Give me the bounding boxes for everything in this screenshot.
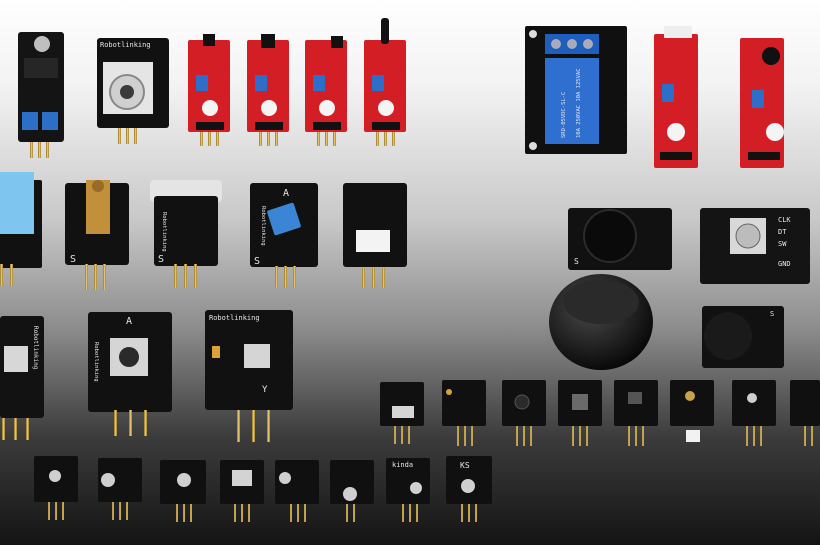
- pin-s-label: S: [70, 254, 76, 265]
- pin-y-label: Y: [262, 385, 268, 395]
- small-module-9: [34, 456, 78, 520]
- pin-s-label: S: [770, 310, 774, 318]
- pin-gnd-label: GND: [778, 260, 791, 268]
- joystick-thumb-cap: [549, 274, 653, 370]
- small-module-12: [220, 460, 264, 522]
- small-module-8: [790, 380, 820, 446]
- small-module-16: KS: [446, 456, 492, 522]
- passive-buzzer-module: S: [568, 208, 672, 270]
- pin-s-label: S: [574, 257, 579, 266]
- push-button-module: A Robotlinking: [88, 312, 172, 436]
- pin-a-label: A: [126, 316, 132, 327]
- dht11-sensor-module: [0, 172, 42, 286]
- white-header-module: [343, 183, 407, 288]
- kinda-label: kinda: [392, 461, 413, 469]
- red-sensor-module-2: [247, 34, 289, 146]
- pin-sw-label: SW: [778, 240, 787, 248]
- rgb-led-module: Robotlinking: [0, 316, 44, 440]
- active-buzzer-module: S: [702, 306, 784, 368]
- small-module-11: [160, 460, 206, 522]
- small-module-15: kinda: [386, 458, 430, 522]
- red-sound-sensor-module-2: [740, 38, 784, 168]
- blue-potentiometer-module: A Robotlinking S: [250, 183, 318, 288]
- board-label-robotlinking: Robotlinking: [260, 206, 266, 246]
- relay-module: SRD-05VDC-SL-C 10A 250VAC 10A 125VAC: [525, 26, 627, 154]
- ir-obstacle-sensor-module: [18, 32, 64, 158]
- small-module-14: [330, 460, 374, 522]
- red-sensor-module-4: [364, 18, 406, 146]
- pin-s-label: S: [254, 256, 260, 267]
- relay-model-text: SRD-05VDC-SL-C: [561, 92, 567, 138]
- small-module-4: [558, 380, 602, 446]
- tilt-switch-module: Robotlinking S: [150, 180, 222, 288]
- small-module-2: [442, 380, 486, 446]
- red-sound-sensor-module-1: [654, 26, 698, 168]
- small-module-1: [380, 382, 424, 444]
- board-label-robotlinking: Robotlinking: [209, 314, 260, 322]
- relay-spec-text: 10A 250VAC 10A 125VAC: [576, 68, 582, 138]
- ks-label: KS: [460, 461, 470, 470]
- small-module-5: [614, 380, 658, 446]
- pin-a-label: A: [283, 188, 289, 199]
- pin-dt-label: DT: [778, 228, 787, 236]
- laser-module: S: [65, 180, 129, 290]
- board-label-robotlinking: Robotlinking: [93, 342, 99, 382]
- small-module-3: [502, 380, 546, 446]
- red-sensor-module-3: [305, 36, 347, 146]
- board-label-robotlinking: Robotlinking: [32, 326, 39, 370]
- small-module-6: [670, 380, 714, 442]
- small-module-13: [275, 460, 319, 522]
- small-module-10: [98, 458, 142, 520]
- rotary-encoder-module: CLK DT SW GND: [700, 208, 810, 284]
- red-sensor-module-1: [188, 34, 230, 146]
- photo-interrupter-module: Robotlinking Y: [205, 310, 293, 442]
- board-label-robotlinking: Robotlinking: [100, 41, 151, 49]
- pin-s-label: S: [158, 254, 164, 265]
- board-label-robotlinking: Robotlinking: [161, 212, 167, 252]
- pin-clk-label: CLK: [778, 216, 791, 224]
- small-module-7: [732, 380, 776, 446]
- joystick-module: Robotlinking: [97, 38, 169, 144]
